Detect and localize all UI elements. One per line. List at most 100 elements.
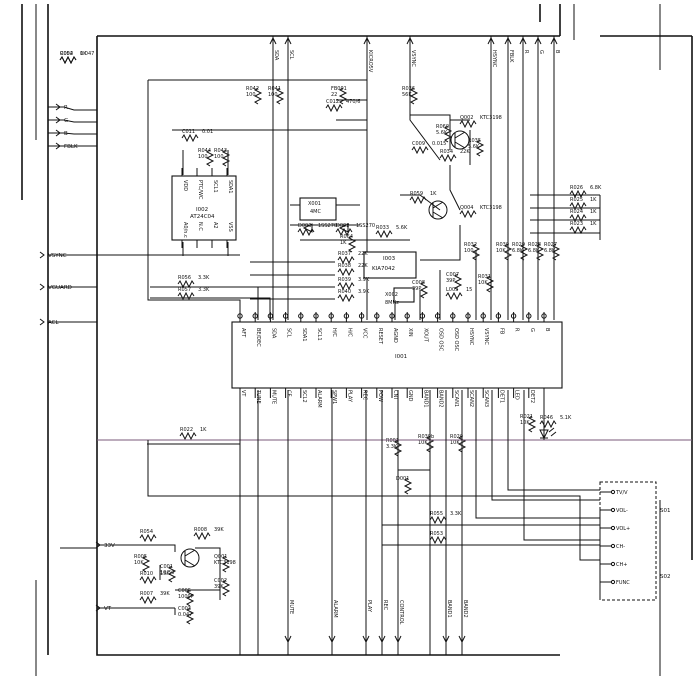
ic-pin-top-label: AGND [392,328,398,343]
ic-pin-bottom-label: REC [362,390,368,401]
ic-i002-body [171,175,237,241]
component-ref: R064 [340,234,353,240]
ic-pin-top-label: XIN [407,328,413,337]
crystal-x002 [393,287,415,303]
component-value: 5.1K [560,415,572,421]
ic-pin-top-label: OSD OSC [453,328,459,352]
component-value: 1K [590,209,597,215]
component-ref: R008 [194,527,207,533]
ic-pin-marker [252,313,258,319]
left-port-wires [48,106,240,609]
component-value: 3.3K [198,275,210,281]
component-ref: R034 [440,149,453,155]
component-ref: C008 [412,280,425,286]
component-ref: R053 [430,531,443,537]
ic-pin-bottom-label: DET1 [498,390,504,403]
ic-pin-marker [404,313,410,319]
component-ref: R039 [338,277,351,283]
ic-pin-top-label: VCC [362,328,368,339]
ic-pin-bottom-label: SPW1 [331,390,337,404]
component-ref: C012 [326,99,339,105]
top-signal: VSYNC [406,36,416,67]
component-ref: R059 [410,191,423,197]
ic-pin-bottom-label: ALARM [316,390,322,408]
port-label: VT [104,606,112,612]
component-ref: R027 [544,242,557,248]
component-ref: Q001 [214,554,227,560]
ic-pin-marker [328,313,334,319]
ic-pin-top-label: SDA1 [301,328,307,342]
ic-pin-bottom-label: BAND1 [422,390,428,408]
transistor-q004 [428,200,448,220]
component-ref: R057 [178,287,191,293]
component-value: 5.6K [436,130,448,136]
top-signal-label: B [554,50,560,54]
component-ref: R026 [570,185,583,191]
component-ref: R033 [376,225,389,231]
switch-func: FUNC [600,579,630,586]
switch-label: FUNC [616,580,630,586]
top-signal: B [550,36,560,54]
component-ref: L003 [446,287,458,293]
ic-pin-bottom-label: CNT [392,390,398,401]
component-value: 39K [214,584,224,590]
component-value: 3.3K [198,287,210,293]
ic-i001-body [231,321,563,389]
component-ref: R060 [436,124,449,130]
ic-pin-bottom-label: VT [240,390,246,397]
component-value: 1K [200,427,207,433]
component-value: 6.8K [590,185,602,191]
switch-tv-v: TV/V [600,489,628,496]
component-value: 22K [460,149,470,155]
port-vsync: VSYNC [39,251,67,259]
diode-d003 [302,223,313,233]
component-value: 100 [268,92,278,98]
component-value: 100 [464,248,474,254]
component-ref: C002 [214,578,227,584]
ic-pin-top-label: BE/DEC [255,328,261,347]
switch-ch-: CH- [600,543,625,550]
component-ref: R042 [246,86,259,92]
top-signal: SCL [284,36,294,60]
ic-pin-marker [343,313,350,319]
ic-pin-marker [480,313,486,319]
component-ref: R005 [134,554,147,560]
component-value: 1K [590,197,597,203]
ic-i003-body [363,251,417,279]
ic-pin-bottom-label: LED [514,390,520,400]
eeprom-pin-top-label: VDD [182,180,188,191]
component-value: 10/50 [160,570,174,576]
switch-label: TV/V [615,490,628,496]
ic-pin-marker [510,313,517,319]
switch-label: VOL- [616,508,628,514]
port-label: B [64,131,68,137]
port-acl: ACL [39,318,60,326]
ic-pin-top-label: RESET [377,328,383,345]
frame [21,4,693,676]
crystal-x001-value: 4MC [310,209,321,215]
component-ref: R001 [386,438,399,444]
ic-pin-marker [267,313,274,319]
top-signal: KICRO5V [363,36,373,73]
bottom-wiring [97,390,692,655]
component-value: KTC3198 [480,205,502,211]
port-b: B [55,129,68,137]
component-ref: FB001 [331,86,347,92]
component-ref: D002 [336,223,349,229]
